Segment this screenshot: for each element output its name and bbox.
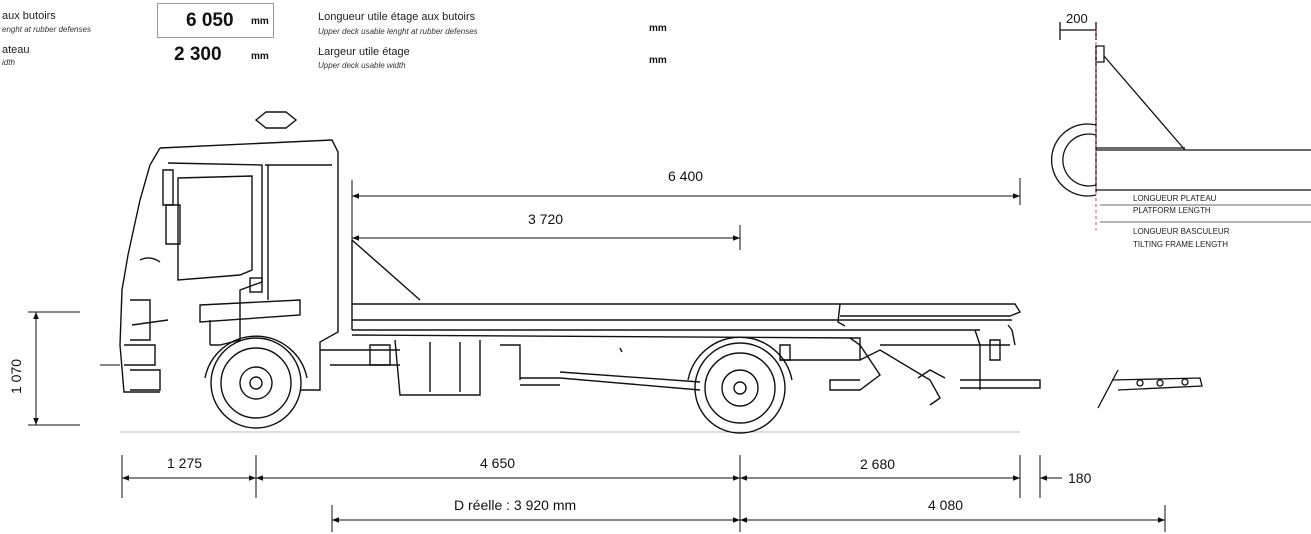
spec-row1-left-fr: aux butoirs	[2, 10, 56, 22]
legend-tilting-fr: LONGUEUR BASCULEUR	[1133, 227, 1230, 236]
spec-row1-value: 6 050	[186, 10, 234, 31]
dim-rear-overhang: 2 680	[860, 456, 896, 472]
spec-row1-right-fr: Longueur utile étage aux butoirs	[318, 11, 476, 23]
front-wheel	[204, 335, 308, 429]
dim-rear-length: 4 080	[928, 497, 964, 513]
spec-row2-left-fr: ateau	[2, 44, 30, 56]
legend-platform-en: PLATFORM LENGTH	[1133, 206, 1211, 215]
spec-row1-unit: mm	[251, 16, 269, 27]
spec-row2-left-en: idth	[2, 58, 15, 67]
spec-row2-right-fr: Largeur utile étage	[318, 46, 410, 58]
dim-wheelbase: 4 650	[480, 455, 516, 471]
truck-cab	[119, 111, 339, 393]
spec-row2-unit: mm	[251, 51, 269, 62]
dim-front-overhang: 1 275	[167, 455, 203, 471]
dimension-lines	[28, 178, 1166, 532]
dim-beyond: 180	[1068, 470, 1092, 486]
tow-bar	[1097, 369, 1203, 409]
dim-platform-length: 6 400	[668, 168, 704, 184]
dim-detail-width: 200	[1066, 11, 1088, 26]
dim-tilting-section: 3 720	[528, 211, 564, 227]
platform-bed	[320, 239, 1041, 406]
detail-drawing	[1051, 22, 1311, 223]
spec-row1-value-box	[157, 3, 274, 38]
spec-row2-right-unit: mm	[649, 55, 667, 66]
dim-effective-wheelbase: D réelle : 3 920 mm	[454, 497, 577, 513]
dim-height: 1 070	[8, 358, 24, 394]
spec-row2-right-en: Upper deck usable width	[318, 61, 406, 70]
legend-tilting-en: TILTING FRAME LENGTH	[1133, 240, 1228, 249]
spec-row2-value: 2 300	[174, 44, 222, 65]
legend-platform-fr: LONGUEUR PLATEAU	[1133, 194, 1217, 203]
spec-row1-right-en: Upper deck usable lenght at rubber defen…	[318, 27, 478, 36]
rear-wheel	[687, 336, 793, 434]
spec-row1-left-en: enght at rubber defenses	[2, 25, 91, 34]
spec-row1-right-unit: mm	[649, 23, 667, 34]
